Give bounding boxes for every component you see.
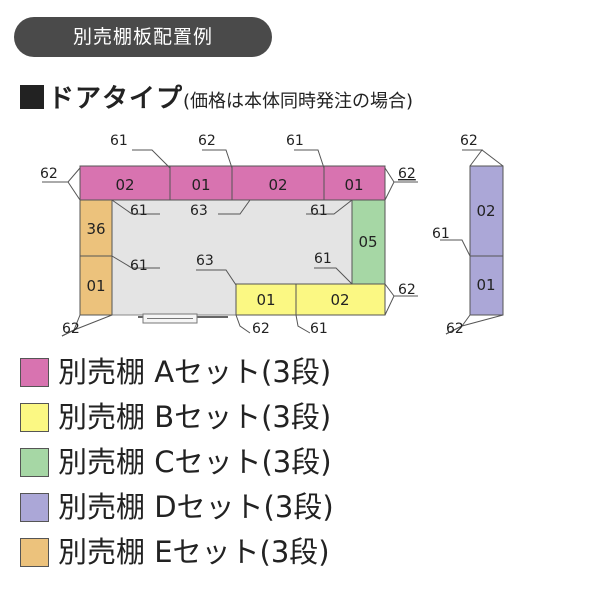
callout-right-62-top: 62 <box>398 166 416 182</box>
shelf-left-1-code: 36 <box>86 220 105 238</box>
shelf-left-2 <box>79 255 113 316</box>
legend-swatch-set-d <box>20 493 49 522</box>
callout-side-61: 61 <box>432 226 450 242</box>
legend-label-set-b: 別売棚 Bセット(3段) <box>58 400 332 434</box>
callout-leaders <box>42 149 504 337</box>
callout-bottom-61: 61 <box>310 321 328 337</box>
callout-inner-61-b: 61 <box>310 203 328 219</box>
shelf-bottom-2-code: 02 <box>330 291 349 309</box>
square-marker-icon <box>20 85 44 109</box>
callout-left-62: 62 <box>40 166 58 182</box>
side-shelf-1-code: 02 <box>476 202 495 220</box>
shelf-bottom-2 <box>295 283 386 316</box>
callout-bottom-62-left: 62 <box>62 321 80 337</box>
legend-swatch-set-e <box>20 538 49 567</box>
shelf-top-4-code: 01 <box>344 176 363 194</box>
legend-label-set-c: 別売棚 Cセット(3段) <box>58 445 332 479</box>
legend-swatch-set-b <box>20 403 49 432</box>
section-badge: 別売棚板配置例 <box>14 17 272 57</box>
legend-item-set-b: 別売棚 Bセット(3段) <box>20 397 460 437</box>
heading-subtitle: (価格は本体同時発注の場合) <box>183 91 414 112</box>
legend-item-set-a: 別売棚 Aセット(3段) <box>20 352 460 392</box>
shelf-left-2-code: 01 <box>86 277 105 295</box>
callout-side-62-bottom: 62 <box>446 321 464 337</box>
callout-top-61-a: 61 <box>110 133 128 149</box>
callout-inner-63-a: 63 <box>190 203 208 219</box>
legend-swatch-set-a <box>20 358 49 387</box>
legend-item-set-c: 別売棚 Cセット(3段) <box>20 442 460 482</box>
shelf-bottom-1-code: 01 <box>256 291 275 309</box>
side-shelf-2-code: 01 <box>476 276 495 294</box>
shelf-top-1-code: 02 <box>115 176 134 194</box>
shelf-left-1 <box>79 199 113 257</box>
legend-label-set-e: 別売棚 Eセット(3段) <box>58 535 330 569</box>
heading-title: ドアタイプ <box>48 84 184 114</box>
callout-top-62: 62 <box>198 133 216 149</box>
heading: ドアタイプ(価格は本体同時発注の場合) <box>20 78 413 115</box>
legend-label-set-d: 別売棚 Dセット(3段) <box>58 490 334 524</box>
legend-label-set-a: 別売棚 Aセット(3段) <box>58 355 332 389</box>
callout-inner-61-a: 61 <box>130 203 148 219</box>
callout-right-62-bottom: 62 <box>398 282 416 298</box>
callout-inner-61-c: 61 <box>130 258 148 274</box>
shelf-top-1 <box>79 165 171 201</box>
shelf-right <box>351 199 386 285</box>
legend-item-set-e: 別売棚 Eセット(3段) <box>20 532 460 572</box>
shelf-top-2-code: 01 <box>191 176 210 194</box>
side-shelf-1 <box>469 165 504 257</box>
shelf-top-3-code: 02 <box>268 176 287 194</box>
callout-inner-61-d: 61 <box>314 251 332 267</box>
callout-bottom-62-mid: 62 <box>252 321 270 337</box>
legend-item-set-d: 別売棚 Dセット(3段) <box>20 487 460 527</box>
shelf-top-4 <box>323 165 386 201</box>
callout-inner-63-b: 63 <box>196 253 214 269</box>
callout-side-62-top: 62 <box>460 133 478 149</box>
callout-top-61-b: 61 <box>286 133 304 149</box>
side-shelf-2 <box>469 255 504 316</box>
shelf-top-2 <box>169 165 233 201</box>
shelf-right-code: 05 <box>358 233 377 251</box>
legend-swatch-set-c <box>20 448 49 477</box>
shelf-bottom-1 <box>235 283 297 316</box>
